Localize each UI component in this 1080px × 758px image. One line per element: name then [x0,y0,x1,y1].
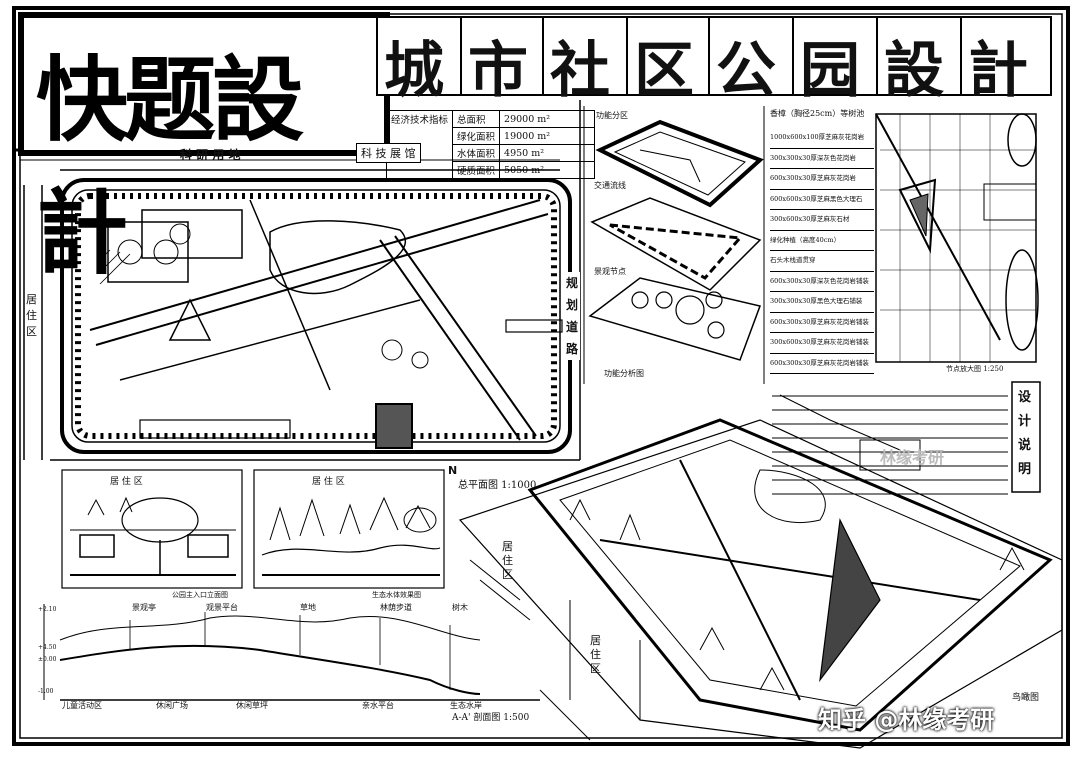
section-label: 景观亭 [132,603,156,612]
legend-item: 600x300x30厚芝麻灰花岗岩铺装 [770,313,874,333]
section-label: +4.50 [38,644,57,651]
elevation-left-caption: 公园主入口立面图 [172,591,228,599]
elevation-left-top: 居 住 区 [110,477,143,487]
legend-caption: 节点放大图 1:250 [946,365,1004,373]
section-label: -1.00 [38,688,54,695]
watermark-brand: 林缘考研 [880,448,945,467]
legend-item: 300x600x30厚芝麻灰石材 [770,210,874,231]
label-north-research: 科 研 用 地 [180,148,241,162]
analysis-func-label: 功能分区 [596,111,628,120]
title-sub-cell: 計 [960,16,1052,106]
legend-item: 1000x600x100厚芝麻灰花岗岩 [770,128,874,149]
elevation-right-caption: 生态水体效果图 [372,591,421,599]
title-sub-cell: 园 [792,16,878,106]
legend-title: 香樟（胸径25cm）等树池 [770,109,865,118]
section-label: 生态水岸 [450,701,482,710]
analysis-node-label: 景观节点 [594,267,626,276]
title-sub-cell: 市 [460,16,544,106]
title-sub-cell: 社 [542,16,628,106]
title-sub-cell: 城 [376,16,462,106]
title-main-box: 快题設計 [18,12,390,287]
title-sub-cell: 区 [626,16,710,106]
aerial-label-residential: 居 住 区 [502,540,513,581]
title-sub-cell: 公 [708,16,794,106]
legend-item: 300x300x30厚深灰色花岗岩 [770,149,874,169]
section-label: +2.10 [38,606,57,613]
title-sub: 城 市 社 区 公 园 設 計 [376,16,1052,106]
section-label: 草地 [300,603,316,612]
title-main: 快题設計 [36,46,304,287]
legend-item: 300x600x30厚芝麻灰花岗岩铺装 [770,333,874,354]
section-label: 树木 [452,603,468,612]
section-label: 休闲草坪 [236,701,268,710]
section-label: 休闲广场 [156,701,188,710]
legend-item: 300x300x30厚黑色大理石铺装 [770,292,874,313]
label-north-exhibit: 科 技 展 馆 [356,143,421,163]
legend-item: 600x300x30厚芝麻灰花岗岩 [770,169,874,190]
design-note-title: 设 计 说 明 [1018,390,1032,477]
elevation-right-top: 居 住 区 [312,477,345,487]
legend-item: 600x300x30厚芝麻灰花岗岩铺装 [770,354,874,374]
analysis-caption: 功能分析图 [604,369,644,378]
legend-item: 绿化种植（高度40cm） [770,231,874,251]
north-arrow: N [448,464,458,477]
plan-caption: 总平面图 1:1000 [458,480,537,491]
label-west-residential: 居 住 区 [26,293,37,338]
section-label: ±0.00 [38,656,57,663]
section-label: 林荫步道 [380,603,412,612]
analysis-traffic-label: 交通流线 [594,181,626,190]
legend-item: 600x300x30厚深灰色花岗岩铺装 [770,272,874,292]
legend-item: 600x600x30厚芝麻黑色大理石 [770,190,874,210]
eco-row-label: 水体面积 [452,144,501,162]
section-label: 观景平台 [206,603,238,612]
section-caption: A-A' 剖面图 1:500 [452,713,530,723]
aerial-caption: 鸟瞰图 [1012,693,1040,703]
section-label: 儿童活动区 [62,701,102,710]
aerial-label-residential-2: 居 住 区 [590,634,601,675]
watermark-credit: 知乎 @林缘考研 [818,706,995,734]
section-label: 亲水平台 [362,701,394,710]
label-east-road: 规 划 道 路 [566,272,580,360]
legend-item: 石头木栈道贯穿 [770,251,874,272]
title-sub-cell: 設 [876,16,962,106]
